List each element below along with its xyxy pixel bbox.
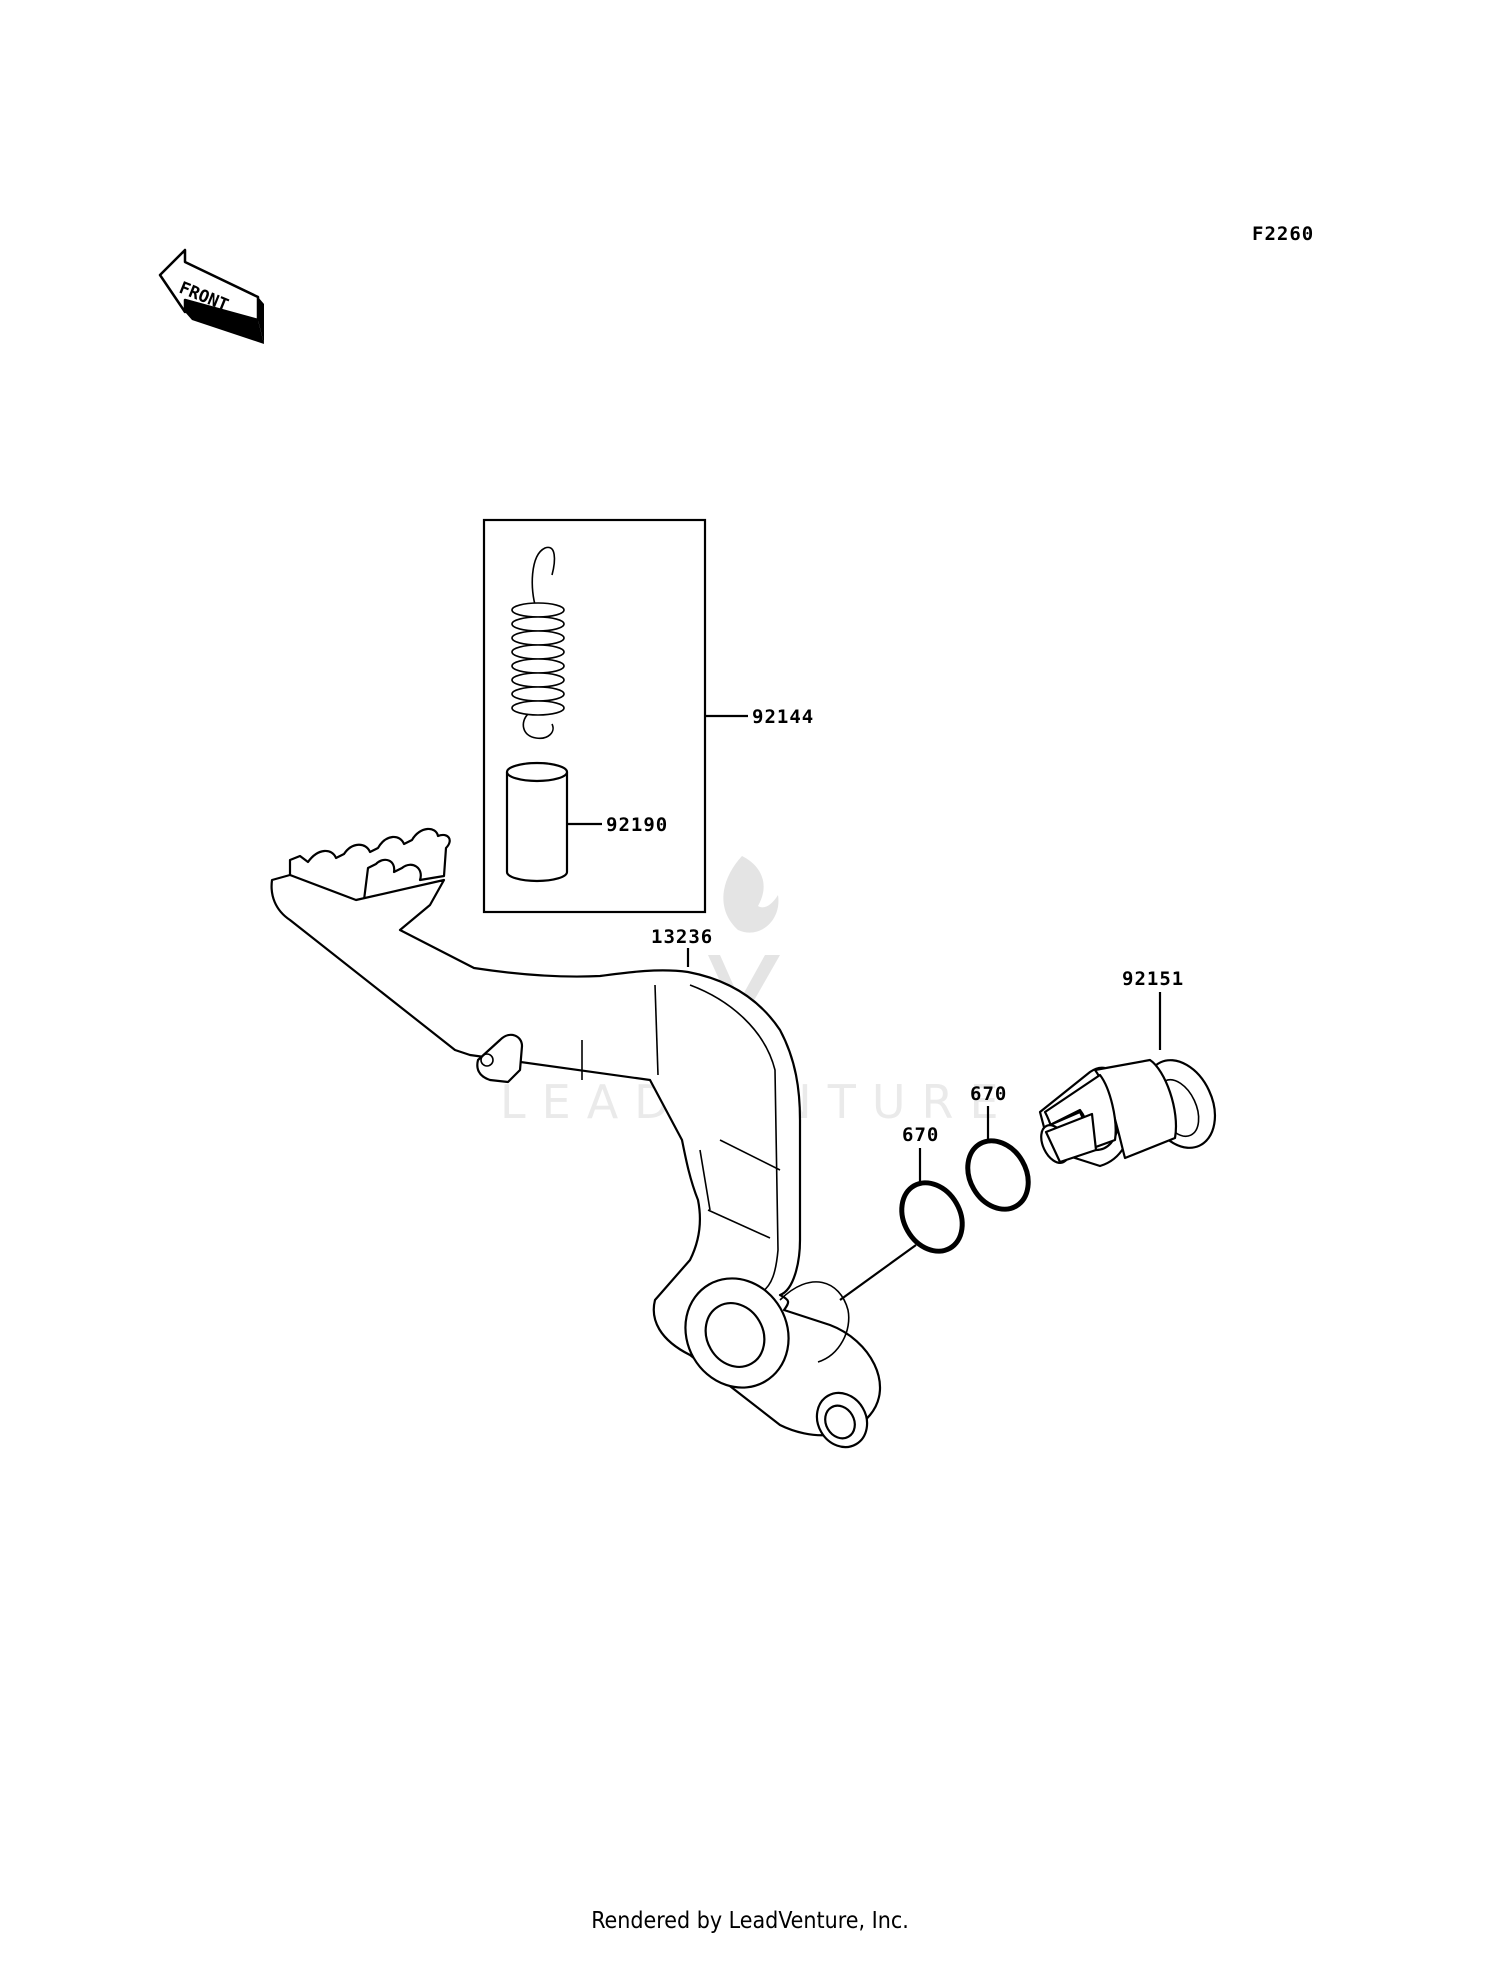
- brake-pedal: [270, 827, 882, 1449]
- part-label-92151: 92151: [1122, 968, 1184, 990]
- oring-a: [899, 1180, 965, 1254]
- shaft: [1038, 1058, 1217, 1168]
- diagram-id: F2260: [1252, 223, 1314, 245]
- front-arrow-icon: FRONT: [158, 248, 264, 344]
- footer-credit: Rendered by LeadVenture, Inc.: [591, 1908, 909, 1934]
- part-label-670-a: 670: [902, 1124, 939, 1146]
- part-label-13236: 13236: [651, 926, 713, 948]
- part-label-92144: 92144: [752, 706, 814, 728]
- collar: [505, 761, 569, 883]
- assembly-line: [839, 1244, 917, 1301]
- oring-b: [965, 1138, 1031, 1212]
- part-label-670-b: 670: [970, 1083, 1007, 1105]
- spring: [511, 546, 565, 740]
- part-label-92190: 92190: [606, 814, 668, 836]
